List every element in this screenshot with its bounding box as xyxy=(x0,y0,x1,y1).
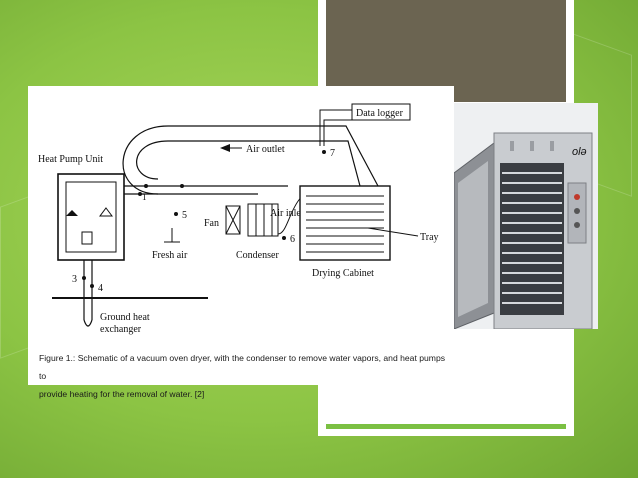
check-valve xyxy=(99,207,113,217)
sensor-point-5 xyxy=(174,212,178,216)
schematic-diagram: Data logger Air outlet 7 Heat Pump Unit … xyxy=(38,103,439,335)
logger-cable xyxy=(323,119,356,146)
point-3-label: 3 xyxy=(72,274,77,285)
caption-line-1: Figure 1.: Schematic of a vacuum oven dr… xyxy=(39,353,446,381)
heat-pump-unit-box xyxy=(57,173,125,261)
air-inlet-label: Air inlet xyxy=(270,208,304,219)
photo-logo: olə xyxy=(572,146,587,158)
ground-heat-exchanger-label-1: Ground heat xyxy=(100,312,150,323)
air-outlet-arrow xyxy=(220,144,230,152)
point-6-label: 6 xyxy=(290,234,295,245)
figure-caption: Figure 1.: Schematic of a vacuum oven dr… xyxy=(39,349,449,403)
panel-accent-rule xyxy=(326,424,566,429)
tray-label: Tray xyxy=(420,232,439,243)
vacuum-oven-illustration: olə xyxy=(454,103,598,329)
expansion-valve xyxy=(66,210,78,216)
compressor xyxy=(81,231,93,245)
heat-pump-unit-label: Heat Pump Unit xyxy=(38,154,103,165)
data-logger-box xyxy=(351,103,411,121)
heat-pump-inner-loop xyxy=(65,181,117,253)
air-outlet-duct xyxy=(136,140,361,187)
air-outlet-label: Air outlet xyxy=(246,144,285,155)
fan-label: Fan xyxy=(204,218,219,229)
sensor-point-7 xyxy=(322,150,326,154)
point-5-label: 5 xyxy=(182,210,187,221)
vacuum-oven-photo: olə xyxy=(454,103,598,329)
schematic-figure: Data logger Air outlet 7 Heat Pump Unit … xyxy=(28,86,454,385)
condenser-label: Condenser xyxy=(236,250,279,261)
data-logger-label: Data logger xyxy=(356,108,404,119)
caption-line-2: provide heating for the removal of water… xyxy=(39,389,205,399)
ground-heat-exchanger-label-2: exchanger xyxy=(100,324,142,335)
sensor-point-6 xyxy=(282,236,286,240)
point-1-label: 1 xyxy=(142,192,147,202)
air-outlet-duct xyxy=(122,125,379,195)
condenser-box xyxy=(247,203,279,237)
panel-header-block xyxy=(326,0,566,102)
drying-cabinet-box xyxy=(299,185,391,261)
point-7-label: 7 xyxy=(330,148,335,159)
fresh-air-label: Fresh air xyxy=(152,250,188,261)
drying-cabinet-label: Drying Cabinet xyxy=(312,268,374,279)
logger-cable xyxy=(319,109,352,146)
point-4-label: 4 xyxy=(98,283,103,294)
